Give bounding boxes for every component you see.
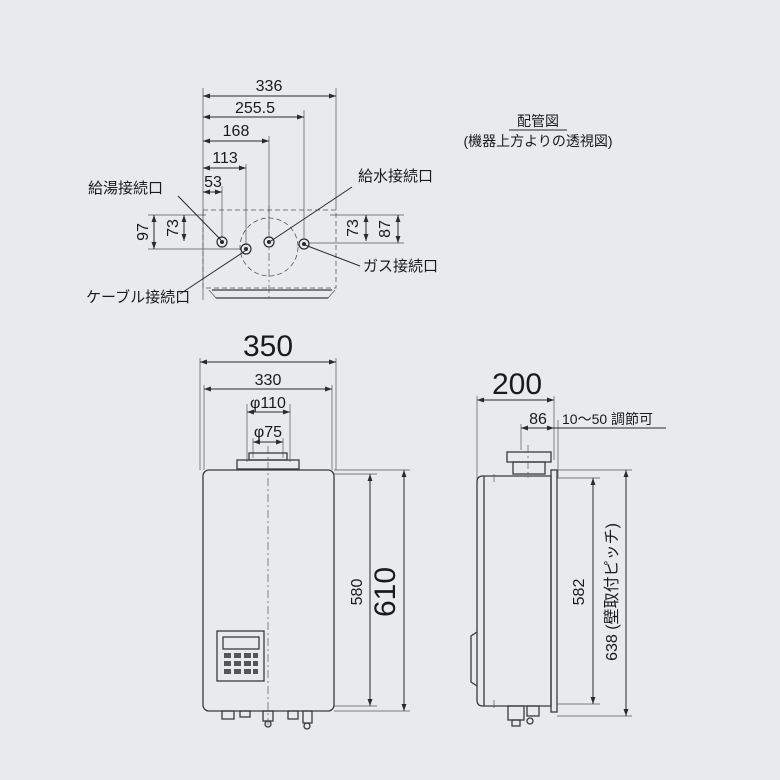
heater-body-front (202, 469, 335, 712)
dim-86: 86 (529, 411, 547, 428)
dim-87: 87 (377, 220, 394, 238)
dim-phi75: φ75 (254, 424, 282, 441)
dim-330: 330 (255, 372, 282, 389)
dim-336: 336 (256, 78, 283, 95)
top-view-subtitle: (機器上方よりの透視図) (463, 133, 612, 149)
bottom-fittings-side (507, 705, 540, 727)
adjust-range: 10～50 調節可 (562, 411, 653, 427)
label-water-supply: 給水接続口 (358, 168, 433, 185)
dim-73-left: 73 (165, 219, 182, 237)
leader-cable (179, 250, 246, 295)
dim-580: 580 (349, 579, 366, 606)
top-view-outline (202, 209, 337, 289)
dim-73-right: 73 (345, 219, 362, 237)
bottom-fittings-front (221, 710, 313, 730)
heater-body-side (476, 475, 552, 707)
front-view: 350 330 φ110 φ75 (199, 330, 410, 730)
side-view: 200 86 10～50 調節可 582 638 (壁取付ピッチ) (470, 368, 666, 727)
label-hot-water: 給湯接続口 (88, 180, 163, 197)
side-knob (470, 631, 478, 687)
label-gas: ガス接続口 (363, 258, 438, 275)
control-panel (216, 630, 265, 682)
dim-97: 97 (135, 223, 152, 241)
dim-350: 350 (243, 330, 293, 363)
dim-113: 113 (212, 150, 238, 167)
dim-53: 53 (204, 174, 222, 191)
leader-hot-water (177, 195, 222, 241)
leader-gas (304, 244, 361, 267)
flue-side-cap (506, 451, 552, 463)
label-cable: ケーブル接続口 (86, 288, 190, 306)
dim-582: 582 (571, 579, 588, 606)
top-view-title: 配管図 (517, 113, 559, 129)
control-buttons (224, 653, 258, 674)
dim-610: 610 (369, 567, 402, 617)
display-screen (222, 636, 260, 650)
top-view: 配管図 (機器上方よりの透視図) 336 255.5 168 113 53 97… (86, 78, 613, 306)
dim-255-5: 255.5 (235, 100, 275, 117)
wall-bracket (550, 469, 558, 713)
dim-638: 638 (壁取付ピッチ) (602, 523, 621, 661)
dim-200: 200 (492, 368, 542, 401)
dim-168: 168 (223, 123, 250, 140)
dim-phi110: φ110 (250, 395, 286, 412)
leader-water-supply (270, 186, 353, 242)
